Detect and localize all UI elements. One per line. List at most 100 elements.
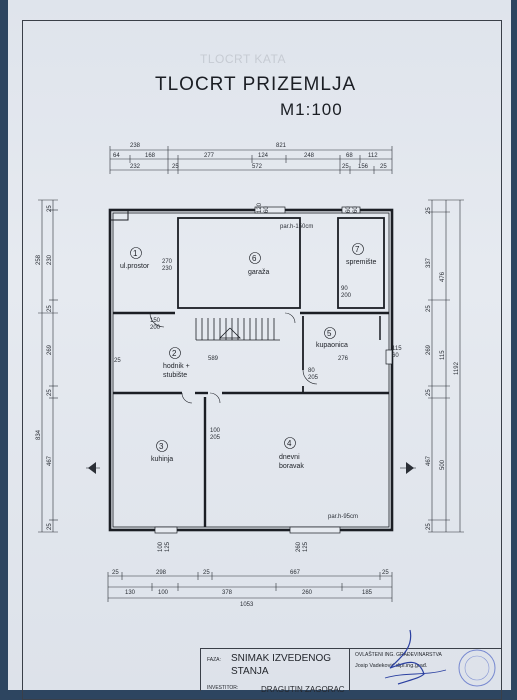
left-dim-258: 258 (36, 254, 42, 265)
dim-230: 230 (162, 266, 173, 272)
right-dim-467: 467 (426, 455, 432, 466)
left-dim-25c: 25 (47, 389, 53, 396)
room-5-name: kupaonica (316, 342, 348, 349)
dim-276: 276 (338, 356, 349, 362)
room-7-name: spremište (346, 259, 376, 266)
room-2-name2: stubište (163, 372, 187, 379)
dimension-lines (38, 146, 464, 602)
dim-90: 90 (341, 286, 348, 292)
right-dim-25a: 25 (426, 207, 432, 214)
room-3-number: 3 (159, 442, 164, 451)
right-dim-500: 500 (440, 459, 446, 470)
room-4-circle (284, 437, 296, 449)
room-7-circle (352, 243, 364, 255)
left-dim-467: 467 (47, 455, 53, 466)
room-7-number: 7 (355, 245, 360, 254)
top-dim-25c: 25 (380, 164, 387, 170)
right-dim-337: 337 (426, 257, 432, 268)
room-4-number: 4 (287, 439, 292, 448)
room-3-circle (156, 440, 168, 452)
room-6-circle (249, 252, 261, 264)
dim-260-bottom: 260 (296, 541, 302, 552)
bottom-dim-25b: 25 (203, 570, 210, 576)
left-dim-25d: 25 (47, 523, 53, 530)
top-dim-156: 156 (358, 164, 369, 170)
bottom-dim-298: 298 (156, 570, 167, 576)
bottom-dim-667: 667 (290, 570, 301, 576)
bottom-dim-25c: 25 (382, 570, 389, 576)
right-dim-269: 269 (426, 344, 432, 355)
dim-60: 60 (392, 353, 399, 359)
door-swings (149, 312, 318, 404)
room-1-number: 1 (133, 249, 138, 258)
dim-100: 100 (210, 428, 221, 434)
top-dim-25b: 25 (342, 164, 349, 170)
top-dim-248: 248 (304, 153, 315, 159)
official-stamp (458, 649, 496, 687)
dim-115: 115 (392, 346, 402, 352)
faza-value: SNIMAK IZVEDENOG STANJA (231, 653, 332, 677)
bottom-dim-25a: 25 (112, 570, 119, 576)
par-top-label: par.h-150cm (280, 224, 313, 230)
bottom-dim-378: 378 (222, 590, 233, 596)
dim-125-bottom: 125 (165, 541, 171, 552)
right-dim-25d: 25 (426, 523, 432, 530)
dim-100-bottom: 100 (158, 541, 164, 552)
bottom-dim-100: 100 (158, 590, 169, 596)
top-dim-168: 168 (145, 153, 156, 159)
top-dim-124: 124 (258, 153, 269, 159)
top-dim-277: 277 (204, 153, 215, 159)
dim-60-b: 60 (353, 206, 359, 213)
dim-25-hall: 25 (114, 358, 121, 364)
left-dim-269: 269 (47, 344, 53, 355)
top-dim-572: 572 (252, 164, 263, 170)
handwritten-signature (384, 629, 447, 685)
right-dim-25c: 25 (426, 389, 432, 396)
room-6-name: garaža (248, 269, 270, 276)
left-dim-834: 834 (36, 429, 42, 440)
drawing-sheet (8, 0, 511, 700)
par-bottom-label: par.h-95cm (328, 514, 358, 520)
right-dim-1192: 1192 (454, 361, 460, 375)
room-2-number: 2 (172, 349, 177, 358)
right-dim-25b: 25 (426, 305, 432, 312)
room-6-number: 6 (252, 254, 257, 263)
bottom-dim-260: 260 (302, 590, 313, 596)
dim-120: 120 (257, 202, 263, 213)
walls (108, 208, 394, 532)
room-5-number: 5 (327, 329, 332, 338)
bottom-dim-185: 185 (362, 590, 373, 596)
top-dim-821: 821 (276, 143, 287, 149)
dim-80: 80 (308, 368, 315, 374)
drawing-title: TLOCRT PRIZEMLJA (155, 74, 357, 95)
top-dim-238: 238 (130, 143, 141, 149)
bottom-dim-130: 130 (125, 590, 136, 596)
top-dim-25a: 25 (172, 164, 179, 170)
authorized-label: OVLAŠTENI ING. GRAĐEVINARSTVA (355, 652, 442, 658)
authorized-name: Josip Vadeković dipl.ing.građ. (355, 663, 428, 669)
room-2-name: hodnik + (163, 363, 190, 370)
left-dim-230: 230 (47, 254, 53, 265)
dim-205b: 205 (210, 435, 221, 441)
right-dim-476: 476 (440, 271, 446, 282)
room-4-name: dnevni (279, 454, 300, 461)
dim-200: 200 (341, 293, 352, 299)
ghost-title-text: TLOCRT KATA (200, 52, 286, 66)
room-5-circle (324, 327, 336, 339)
room-1-name: ul.prostor (120, 263, 150, 270)
dim-125-bottom-b: 125 (303, 541, 309, 552)
top-dim-64: 64 (113, 153, 120, 159)
right-dim-115: 115 (440, 350, 446, 360)
title-block-divider (349, 649, 350, 691)
top-dim-232: 232 (130, 164, 141, 170)
left-dim-25a: 25 (47, 205, 53, 212)
room-4-name2: boravak (279, 463, 304, 470)
top-dim-112: 112 (368, 153, 378, 159)
dim-205: 205 (308, 375, 319, 381)
room-3-name: kuhinja (151, 456, 173, 463)
room-2-circle (169, 347, 181, 359)
faza-label: FAZA: (207, 657, 221, 663)
dim-270: 270 (162, 259, 173, 265)
section-marker-right (406, 462, 414, 474)
